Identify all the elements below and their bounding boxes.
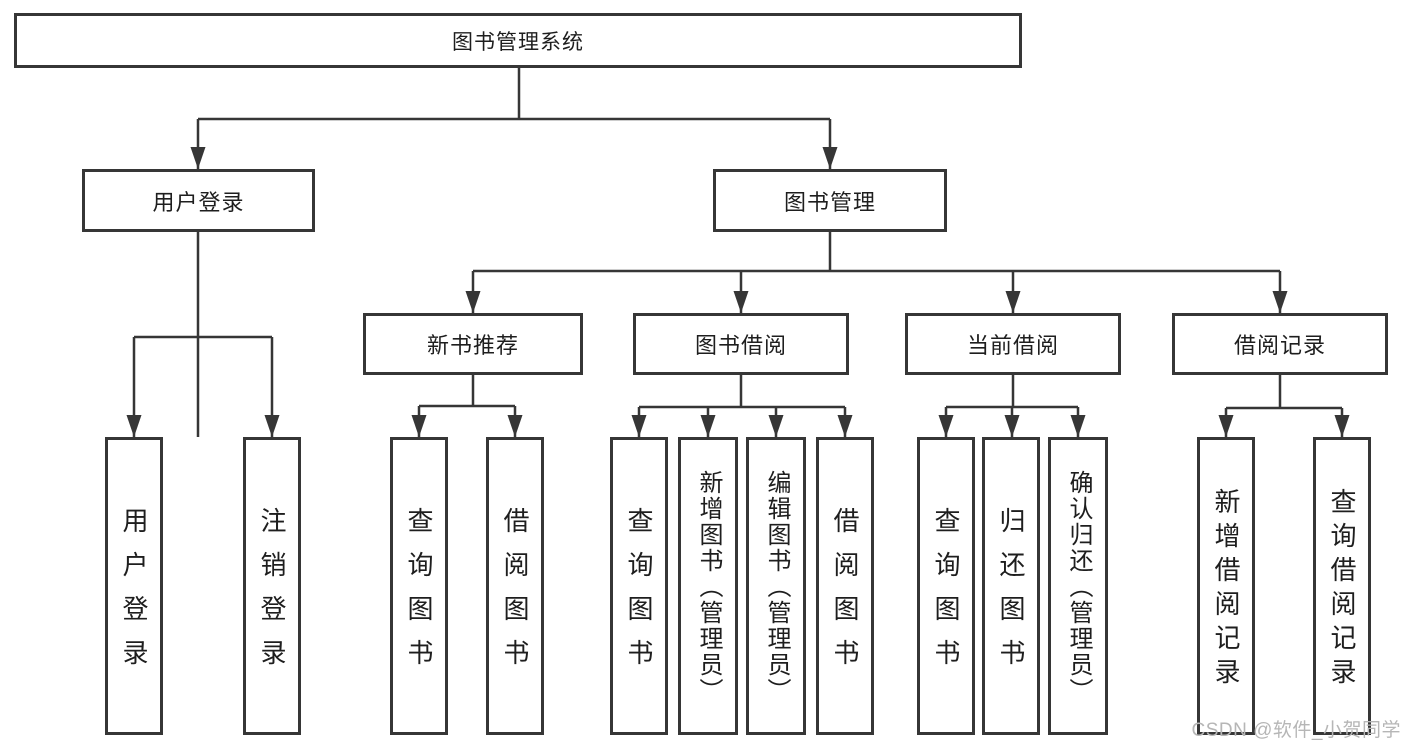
arrowhead [465,291,481,313]
node-library-management-system: 图书管理系统 [14,13,1022,68]
leaf-label: 借阅图书 [500,507,530,683]
node-new-book-recommendation: 新书推荐 [363,313,583,375]
node-book-borrowing: 图书借阅 [633,313,849,375]
arrowhead [631,415,647,437]
node-user-login: 用户登录 [82,169,315,232]
node-label: 图书借阅 [694,333,787,358]
arrowhead [822,147,838,169]
leaf-label: 查询图书 [931,507,961,683]
arrowhead [938,415,954,437]
leaf-label: 用户登录 [119,507,149,683]
leaf-label: 借阅图书 [830,507,860,683]
leaf-current-query-books: 查询图书 [917,437,975,735]
leaf-label: 注销登录 [257,507,287,683]
leaf-logout: 注销登录 [243,437,301,735]
node-label: 当前借阅 [966,333,1059,358]
node-label: 用户登录 [152,189,245,215]
arrowhead [190,147,206,169]
node-label: 图书管理 [783,189,876,215]
leaf-newbook-query-books: 查询图书 [390,437,448,735]
leaf-label: 新增图书（管理员） [695,470,722,704]
arrowhead [768,415,784,437]
leaf-label: 查询图书 [624,507,654,683]
csdn-watermark: CSDN @软件_小贺同学 [1191,720,1401,741]
leaf-label: 查询图书 [404,507,434,683]
node-label: 借阅记录 [1233,333,1326,358]
arrowhead [700,415,716,437]
leaf-return-books: 归还图书 [982,437,1040,735]
node-borrowing-records: 借阅记录 [1172,313,1388,375]
node-book-management: 图书管理 [713,169,947,232]
leaf-label: 查询借阅记录 [1327,488,1357,692]
leaf-label: 新增借阅记录 [1211,488,1241,692]
arrowhead [126,415,142,437]
leaf-newbook-borrow-books: 借阅图书 [486,437,544,735]
connector-lines [132,68,1344,437]
arrowhead [1004,415,1020,437]
arrowhead [1005,291,1021,313]
leaf-label: 归还图书 [996,507,1026,683]
arrowhead [264,415,280,437]
arrowhead [1070,415,1086,437]
arrowhead [507,415,523,437]
arrowhead [411,415,427,437]
leaf-label: 确认归还（管理员） [1065,470,1092,704]
leaf-borrowing-query-books: 查询图书 [610,437,668,735]
arrowhead [1272,291,1288,313]
node-label: 图书管理系统 [452,30,584,54]
leaf-query-borrow-record: 查询借阅记录 [1313,437,1371,735]
node-label: 新书推荐 [426,333,519,358]
leaf-user-login: 用户登录 [105,437,163,735]
arrowhead [733,291,749,313]
node-current-borrowing: 当前借阅 [905,313,1121,375]
leaf-confirm-return-admin: 确认归还（管理员） [1048,437,1108,735]
arrowhead [1334,415,1350,437]
leaf-borrowing-borrow-books: 借阅图书 [816,437,874,735]
leaf-edit-books-admin: 编辑图书（管理员） [746,437,806,735]
leaf-add-borrow-record: 新增借阅记录 [1197,437,1255,735]
leaf-label: 编辑图书（管理员） [763,470,790,704]
leaf-add-books-admin: 新增图书（管理员） [678,437,738,735]
arrowhead [837,415,853,437]
arrowhead [1218,415,1234,437]
